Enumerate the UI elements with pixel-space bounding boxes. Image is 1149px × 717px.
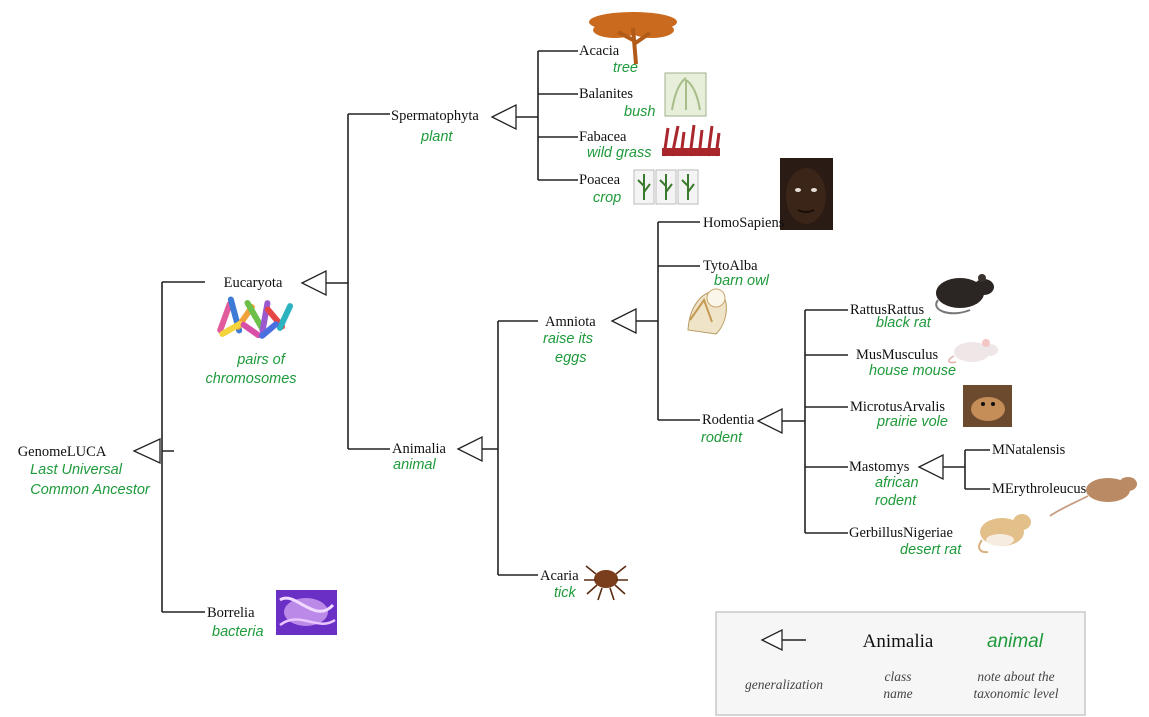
node-note: tick	[554, 585, 577, 601]
legend-note-caption: note about the	[977, 669, 1054, 684]
node-note: chromosomes	[205, 371, 296, 387]
node-acacia: Acacia tree	[579, 43, 638, 76]
node-note: desert rat	[900, 542, 962, 558]
generalization-arrow	[300, 269, 327, 297]
node-name: Eucaryota	[224, 275, 283, 291]
node-note: plant	[420, 129, 453, 145]
node-note: barn owl	[714, 273, 770, 289]
node-name: Animalia	[392, 441, 447, 457]
node-name: Borrelia	[207, 605, 255, 621]
node-note: black rat	[876, 315, 932, 331]
node-amniota: Amniota raise its eggs	[543, 314, 596, 366]
node-note: african	[875, 475, 919, 491]
legend-generalization-caption: generalization	[745, 677, 823, 692]
legend: Animalia animal generalization class nam…	[715, 611, 1086, 716]
node-name: Rodentia	[702, 412, 755, 428]
node-note: Common Ancestor	[30, 482, 151, 498]
prairie-vole-image	[963, 385, 1012, 427]
bacteria-image	[276, 590, 337, 635]
node-eucaryota: Eucaryota pairs of chromosomes	[205, 275, 296, 387]
generalization-arrow	[456, 435, 483, 463]
node-gerbillusnigeriae: GerbillusNigeriae desert rat	[849, 525, 962, 558]
node-name: Spermatophyta	[391, 108, 479, 124]
generalization-arrow	[132, 437, 161, 465]
legend-class-caption: name	[883, 686, 912, 701]
legend-generalization-arrow	[760, 628, 806, 652]
node-note: Last Universal	[30, 462, 123, 478]
node-rattusrattus: RattusRattus black rat	[850, 302, 932, 331]
node-mastomys: Mastomys african rodent	[849, 459, 919, 509]
node-note: prairie vole	[876, 414, 948, 430]
tick-image	[584, 565, 628, 601]
house-mouse-image	[948, 339, 998, 364]
node-note: rodent	[701, 430, 743, 446]
node-note: animal	[393, 457, 436, 473]
node-genomeluca: GenomeLUCA Last Universal Common Ancesto…	[18, 444, 151, 498]
barn-owl-image	[687, 288, 727, 335]
node-name: MicrotusArvalis	[850, 399, 945, 415]
generalization-arrow	[917, 453, 944, 481]
node-animalia: Animalia animal	[392, 441, 447, 473]
node-microtusarvalis: MicrotusArvalis prairie vole	[850, 399, 948, 430]
generalization-arrows	[132, 103, 944, 481]
black-rat-image	[935, 274, 994, 315]
node-note: crop	[593, 190, 621, 206]
node-name: Acaria	[540, 568, 579, 584]
bush-image	[664, 72, 707, 117]
node-name: HomoSapiens	[703, 215, 785, 231]
node-note: pairs of	[236, 352, 287, 368]
node-note: eggs	[555, 350, 586, 366]
node-borrelia: Borrelia bacteria	[207, 605, 264, 640]
node-note: wild grass	[587, 145, 651, 161]
node-note: house mouse	[869, 363, 956, 379]
node-musmusculus: MusMusculus house mouse	[856, 347, 956, 379]
legend-note-caption: taxonomic level	[973, 686, 1058, 701]
node-rodentia: Rodentia rodent	[701, 412, 755, 446]
node-name: Fabacea	[579, 129, 627, 145]
node-balanites: Balanites bush	[579, 86, 655, 120]
node-name: TytoAlba	[703, 258, 758, 274]
node-note: bush	[624, 104, 655, 120]
human-face-image	[780, 158, 833, 230]
node-mnatalensis: MNatalensis	[992, 442, 1066, 458]
generalization-arrow	[490, 103, 517, 131]
legend-class-caption: class	[885, 669, 912, 684]
node-name: GenomeLUCA	[18, 444, 107, 460]
node-tytoalba: TytoAlba barn owl	[703, 258, 770, 289]
node-name: GerbillusNigeriae	[849, 525, 953, 541]
legend-box	[715, 611, 1086, 716]
node-name: Mastomys	[849, 459, 910, 475]
node-name: MNatalensis	[992, 442, 1066, 458]
node-name: Acacia	[579, 43, 620, 59]
acacia-tree-image	[589, 12, 677, 65]
node-note: bacteria	[212, 624, 264, 640]
node-name: Balanites	[579, 86, 633, 102]
legend-example-note: animal	[987, 631, 1044, 652]
node-note: raise its	[543, 331, 593, 347]
node-spermatophyta: Spermatophyta plant	[391, 108, 479, 145]
node-fabacea: Fabacea wild grass	[579, 129, 651, 161]
node-name: MErythroleucus	[992, 481, 1087, 497]
desert-rat-image	[978, 514, 1031, 554]
node-note: tree	[613, 60, 638, 76]
crop-image	[633, 169, 699, 205]
node-acaria: Acaria tick	[540, 568, 579, 601]
tree-connectors	[161, 50, 990, 613]
node-note: rodent	[875, 493, 917, 509]
african-rodent-image	[1049, 477, 1137, 517]
node-homosapiens: HomoSapiens	[703, 215, 785, 231]
generalization-arrow	[610, 307, 637, 335]
node-name: Poacea	[579, 172, 621, 188]
wild-grass-image	[662, 124, 721, 157]
node-name: MusMusculus	[856, 347, 939, 363]
node-merythroleucus: MErythroleucus	[992, 481, 1087, 497]
node-name: Amniota	[545, 314, 596, 330]
node-poacea: Poacea crop	[579, 172, 621, 206]
node-name: RattusRattus	[850, 302, 924, 318]
legend-example-name: Animalia	[863, 631, 934, 652]
generalization-arrow	[756, 407, 783, 435]
chromosomes-image	[217, 296, 294, 339]
